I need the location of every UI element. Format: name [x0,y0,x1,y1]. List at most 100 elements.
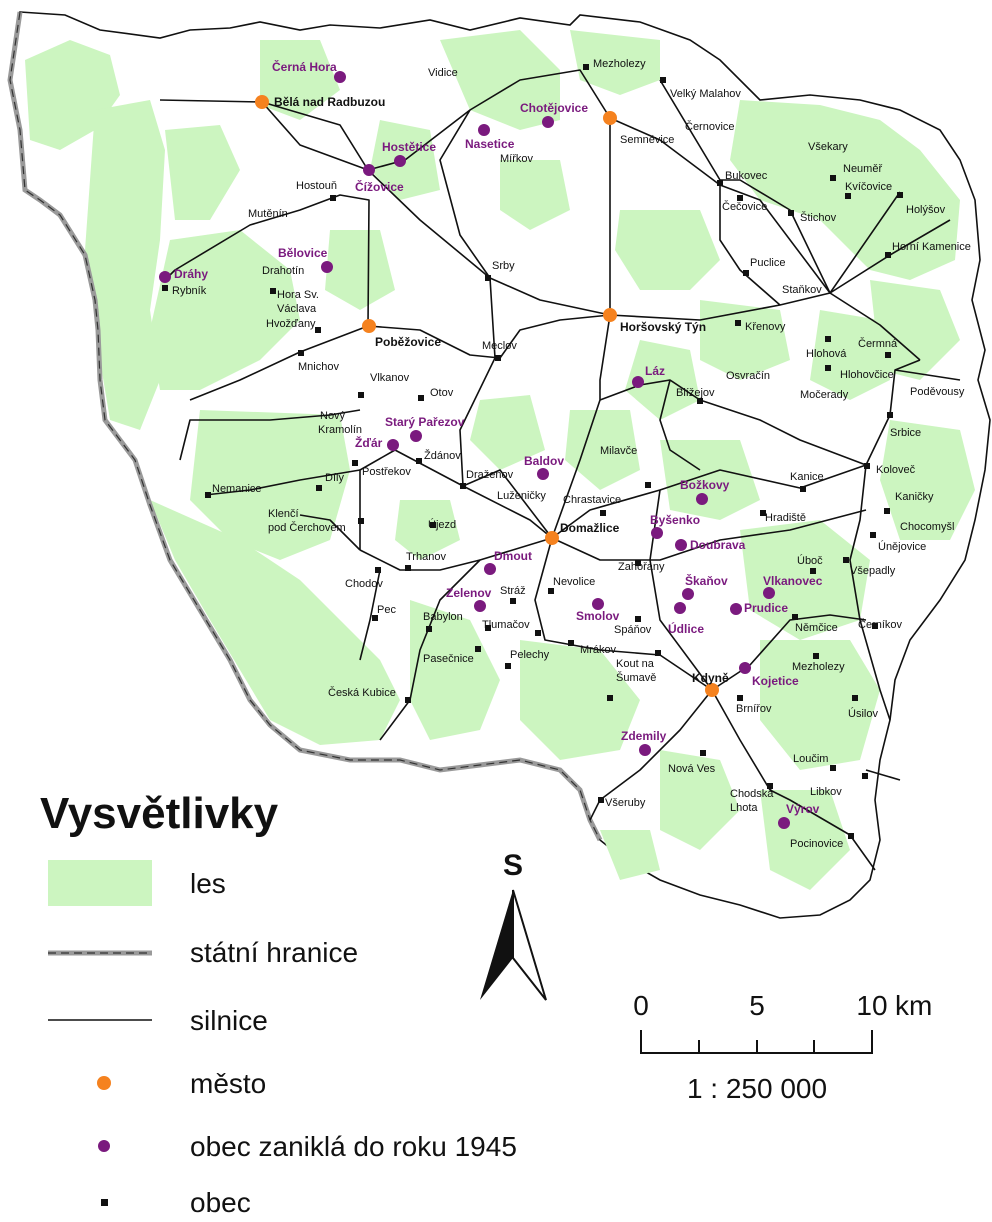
village-marker [767,783,773,789]
label-brnirov: Brnířov [736,703,772,715]
village-marker [598,797,604,803]
village-marker [845,193,851,199]
legend-title: Vysvětlivky [40,789,279,838]
road [649,489,713,691]
scale-tick-5: 5 [749,990,765,1021]
village-marker [792,614,798,620]
label-hvozdany: Hvožďany [266,318,316,330]
label-velky-malahov: Velký Malahov [670,88,741,100]
label-holysov: Holýšov [906,204,946,216]
lost-village-marker [334,71,346,83]
town-marker [705,683,719,697]
village-marker [510,598,516,604]
label-pocinovice: Pocinovice [790,838,843,850]
forest-patch [190,410,350,560]
town-markers [97,95,719,1090]
forest-patch [760,640,880,770]
label-libkov: Libkov [810,786,842,798]
legend-orange-dot [97,1076,111,1090]
label-udlice: Údlice [668,621,704,636]
label-vlkanovec: Vlkanovec [763,574,823,588]
village-marker [298,350,304,356]
label-unejovice: Únějovice [878,540,926,553]
lost-village-marker [674,602,686,614]
label-postrekov: Postřekov [362,466,411,478]
legend-purple-dot [98,1140,110,1152]
village-marker [872,623,878,629]
village-marker [852,695,858,701]
label-horni-kamenice: Horní Kamenice [892,241,971,253]
village-marker [205,492,211,498]
village-marker [735,320,741,326]
label-kdyne: Kdyně [692,671,729,685]
label-mnichov: Mnichov [298,361,339,373]
label-pec: Pec [377,604,396,616]
village-marker [864,463,870,469]
label-novy-1: Nový [320,410,346,422]
village-marker [887,412,893,418]
road [865,769,901,781]
village-marker [330,195,336,201]
village-marker [655,650,661,656]
lost-village-marker [696,493,708,505]
label-vsepadly: Všepadly [850,565,896,577]
village-marker [315,327,321,333]
label-stankov: Staňkov [782,284,822,296]
village-marker [885,252,891,258]
lost-village-marker [778,817,790,829]
label-bozkovy: Božkovy [680,478,730,492]
village-marker [535,630,541,636]
label-zdanov: Ždánov [424,449,461,462]
label-bysenko: Byšenko [650,513,700,527]
forest-patch [440,30,560,130]
road [359,569,381,661]
label-laz: Láz [645,364,665,378]
village-marker [717,180,723,186]
label-stary-parezov: Starý Pařezov [385,415,465,429]
label-srbice: Srbice [890,427,921,439]
label-hostoun: Hostouň [296,180,337,192]
village-marker [870,532,876,538]
label-cermna: Čermná [858,337,898,350]
north-arrow-right [512,889,547,1001]
road [609,117,901,294]
label-dily: Díly [325,472,344,484]
label-mocerady: Močerady [800,389,849,401]
label-mezholezy-s: Mezholezy [792,661,845,673]
label-klenci-2: pod Čerchovem [268,521,346,534]
lost-village-marker [639,744,651,756]
legend-forest-swatch [48,860,152,906]
label-chodska-1: Chodská [730,788,774,800]
label-hora-sv-1: Hora Sv. [277,289,319,301]
village-marker [568,640,574,646]
north-arrow-label: S [503,849,523,882]
label-rybnik: Rybník [172,285,207,297]
forest-patch [880,420,975,540]
road-network [48,69,961,1021]
lost-village-marker [484,563,496,575]
label-krenovy: Křenovy [745,321,786,333]
label-nevolice: Nevolice [553,576,595,588]
label-zdemily: Zdemily [621,729,667,743]
label-zdar: Žďár [355,435,383,450]
forest-patch [730,100,960,280]
label-luzenicky: Luženičky [497,490,546,502]
label-meclov: Meclov [482,340,517,352]
forest-patch [150,500,400,745]
lost-village-marker [592,598,604,610]
forest-patch [625,340,700,420]
label-locim: Loučim [793,753,828,765]
label-hora-sv-2: Václava [277,303,317,315]
label-uboc: Úboč [797,554,823,567]
label-horsovsky-tyn: Horšovský Týn [620,320,706,334]
label-milavce: Milavče [600,445,637,457]
road [659,379,701,471]
village-marker [372,615,378,621]
village-marker [884,508,890,514]
village-marker [760,510,766,516]
scale-line [640,1030,873,1054]
label-cerna-hora: Černá Hora [272,59,337,74]
road [589,689,713,821]
label-semnevice: Semněvice [620,134,674,146]
